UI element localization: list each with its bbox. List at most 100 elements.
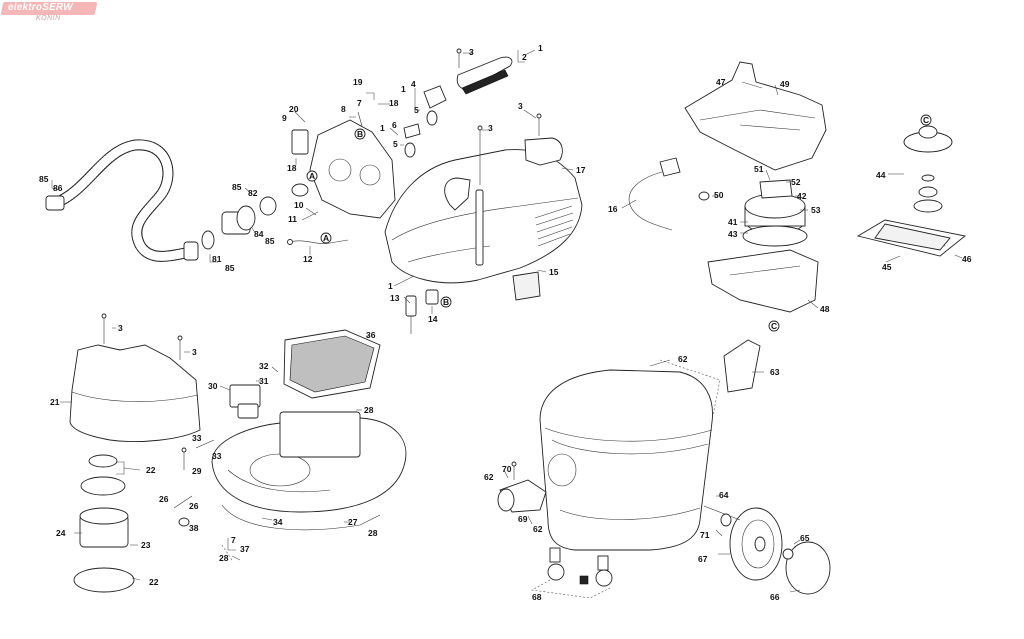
part-label-34: 34	[273, 517, 283, 527]
part-label-9: 9	[282, 113, 287, 123]
motor-head-cover	[384, 149, 583, 284]
part-label-66: 66	[770, 592, 780, 602]
part-label-3: 3	[518, 101, 523, 111]
part-label-85: 85	[232, 182, 242, 192]
part-label-7: 7	[357, 98, 362, 108]
selector-spring	[404, 142, 416, 158]
part-label-23: 23	[141, 540, 151, 550]
part-label-11: 11	[288, 214, 297, 224]
callout-letter-b: B	[443, 297, 449, 307]
part-label-71: 71	[700, 530, 710, 540]
caster-wheel-right	[595, 569, 613, 587]
axle-washer	[720, 513, 732, 527]
part-label-1: 1	[401, 84, 406, 94]
part-label-82: 82	[248, 188, 258, 198]
part-label-36: 36	[366, 330, 376, 340]
motor-brush-holder	[759, 179, 793, 199]
filter-basket-housing	[69, 344, 201, 442]
filter-frame-box	[279, 411, 361, 458]
part-label-43: 43	[728, 229, 738, 239]
switch-plate	[291, 129, 309, 155]
adapter-seal	[259, 196, 277, 216]
switch-knob	[423, 85, 447, 109]
part-label-14: 14	[428, 314, 438, 324]
part-label-6: 6	[392, 120, 397, 130]
part-label-29: 29	[192, 466, 202, 476]
power-cord	[628, 171, 673, 231]
part-label-8: 8	[341, 104, 346, 114]
motor-fan-top	[744, 193, 806, 219]
callout-letter-b: B	[357, 129, 363, 139]
mains-plug	[659, 157, 681, 177]
part-label-84: 84	[254, 229, 264, 239]
carry-handle-grip	[461, 69, 509, 95]
part-label-69: 69	[518, 514, 528, 524]
part-label-4: 4	[411, 79, 416, 89]
motor-bottom-gasket	[73, 567, 135, 593]
leader-lines	[51, 49, 963, 599]
motor-cover-group: C C	[628, 61, 967, 332]
part-label-2: 2	[522, 52, 527, 62]
part-label-10: 10	[294, 200, 304, 210]
motor-seal	[80, 476, 126, 496]
part-label-19: 19	[353, 77, 363, 87]
part-label-3: 3	[469, 47, 474, 57]
part-label-62: 62	[533, 524, 543, 534]
dirt-tank	[539, 369, 713, 551]
part-label-1: 1	[388, 281, 393, 291]
part-label-37: 37	[240, 544, 250, 554]
switch-spring	[426, 110, 438, 126]
part-label-85: 85	[225, 263, 235, 273]
cover-rod	[475, 189, 484, 266]
relay-module	[425, 289, 439, 305]
part-label-41: 41	[728, 217, 738, 227]
selector-knob	[403, 123, 421, 139]
watermark-city: KONIN	[36, 15, 61, 22]
part-label-5: 5	[414, 105, 419, 115]
motor-top-ring	[88, 454, 118, 468]
side-filter-panel	[512, 271, 541, 301]
part-label-16: 16	[608, 204, 618, 214]
part-label-28: 28	[364, 405, 374, 415]
top-cover-group: A A B B	[287, 48, 583, 334]
accessory-holder	[723, 339, 761, 393]
part-label-86: 86	[53, 183, 63, 193]
part-label-1: 1	[380, 123, 385, 133]
hose-end-fitting	[183, 241, 199, 261]
part-label-48: 48	[820, 304, 830, 314]
hub-cap	[785, 541, 831, 595]
callout-letter-c: C	[771, 321, 777, 331]
part-label-51: 51	[754, 164, 764, 174]
part-label-7: 7	[231, 535, 236, 545]
part-label-62: 62	[678, 354, 688, 364]
watermark-brand: elektroSERW	[8, 2, 73, 13]
valve-spring	[918, 186, 938, 198]
washer-38	[178, 517, 190, 527]
part-label-12: 12	[303, 254, 313, 264]
part-label-3: 3	[488, 123, 493, 133]
part-label-32: 32	[259, 361, 269, 371]
part-label-22: 22	[149, 577, 159, 587]
ground-wire	[289, 239, 349, 244]
hose-end-cuff	[45, 195, 65, 211]
part-label-3: 3	[118, 323, 123, 333]
part-label-33: 33	[212, 451, 222, 461]
callout-letter-a: A	[309, 171, 315, 181]
part-label-49: 49	[780, 79, 790, 89]
part-label-44: 44	[876, 170, 886, 180]
part-label-13: 13	[390, 293, 400, 303]
part-label-28: 28	[368, 528, 378, 538]
part-label-26: 26	[159, 494, 169, 504]
part-label-31: 31	[259, 376, 269, 386]
hub-clip	[782, 548, 794, 560]
valve-ring	[913, 199, 943, 213]
part-label-47: 47	[716, 77, 726, 87]
part-label-64: 64	[719, 490, 729, 500]
part-label-67: 67	[698, 554, 708, 564]
part-label-18: 18	[287, 163, 297, 173]
part-label-46: 46	[962, 254, 972, 264]
suction-motor-top	[79, 507, 129, 525]
part-label-65: 65	[800, 533, 810, 543]
